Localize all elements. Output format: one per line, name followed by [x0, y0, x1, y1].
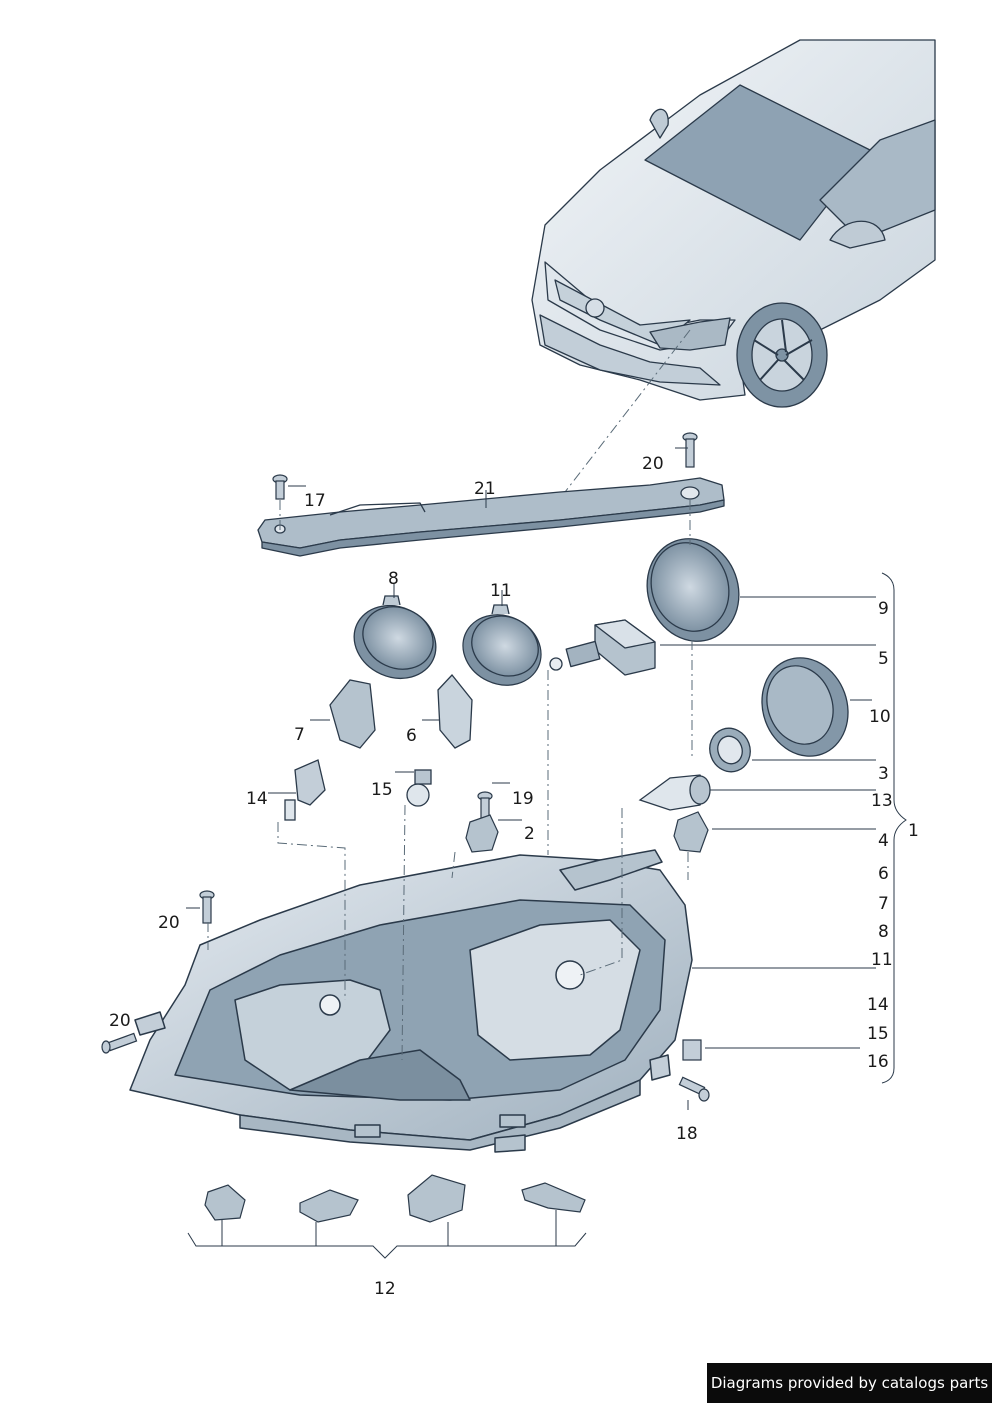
screw-17 — [272, 474, 288, 500]
screw-20-left — [101, 1032, 138, 1054]
part-label-19: 19 — [512, 789, 534, 809]
part-label-3: 3 — [878, 764, 889, 784]
bulb-unit-5 — [549, 619, 656, 676]
leader-lines — [186, 447, 907, 1259]
part-label-12: 12 — [374, 1279, 396, 1299]
ring-3 — [709, 727, 751, 773]
part-label-9: 9 — [878, 599, 889, 619]
screw-18 — [678, 1076, 710, 1102]
part-label-14-list: 14 — [867, 995, 889, 1015]
cover-cap-9 — [646, 538, 740, 642]
cover-cap-8 — [353, 595, 437, 679]
part-label-15: 15 — [371, 780, 393, 800]
part-label-7-list: 7 — [878, 894, 889, 914]
cover-cap-11 — [462, 604, 542, 686]
dashdot-leaders — [207, 500, 693, 1061]
part-label-2: 2 — [524, 824, 535, 844]
part-label-17: 17 — [304, 491, 326, 511]
part-label-1: 1 — [908, 821, 919, 841]
part-label-16: 16 — [867, 1052, 889, 1072]
part-label-18: 18 — [676, 1124, 698, 1144]
part-label-14: 14 — [246, 789, 268, 809]
clip-4 — [673, 811, 709, 853]
part-label-20-top: 20 — [642, 454, 664, 474]
clip-16 — [682, 1039, 702, 1061]
cap-10 — [761, 657, 849, 757]
part-label-15-list: 15 — [867, 1024, 889, 1044]
part-label-20-left: 20 — [109, 1011, 131, 1031]
socket-6 — [437, 674, 473, 749]
part-label-5: 5 — [878, 649, 889, 669]
screw-20-mid — [199, 890, 215, 924]
socket-7 — [329, 679, 376, 749]
credit-banner: Diagrams provided by catalogs parts — [707, 1363, 992, 1403]
part-label-13: 13 — [871, 791, 893, 811]
headlight-housing — [129, 849, 693, 1153]
part-label-6: 6 — [406, 726, 417, 746]
clip-2 — [465, 814, 499, 853]
part-label-20-mid: 20 — [158, 913, 180, 933]
bulb-14 — [284, 759, 326, 821]
part-label-4: 4 — [878, 831, 889, 851]
repair-set-12 — [204, 1174, 586, 1223]
part-label-8-list: 8 — [878, 922, 889, 942]
part-label-8: 8 — [388, 569, 399, 589]
screw-20-top — [682, 432, 698, 468]
part-label-11: 11 — [490, 581, 512, 601]
part-label-7: 7 — [294, 725, 305, 745]
part-label-10: 10 — [869, 707, 891, 727]
bulb-13 — [638, 774, 711, 811]
part-label-21: 21 — [474, 479, 496, 499]
part-label-6-list: 6 — [878, 864, 889, 884]
part-label-11-list: 11 — [871, 950, 893, 970]
screw-19 — [477, 791, 493, 823]
mounting-bracket — [257, 477, 725, 557]
bulb-15 — [406, 769, 432, 807]
leader-car — [554, 329, 691, 506]
car-illustration — [531, 39, 936, 408]
